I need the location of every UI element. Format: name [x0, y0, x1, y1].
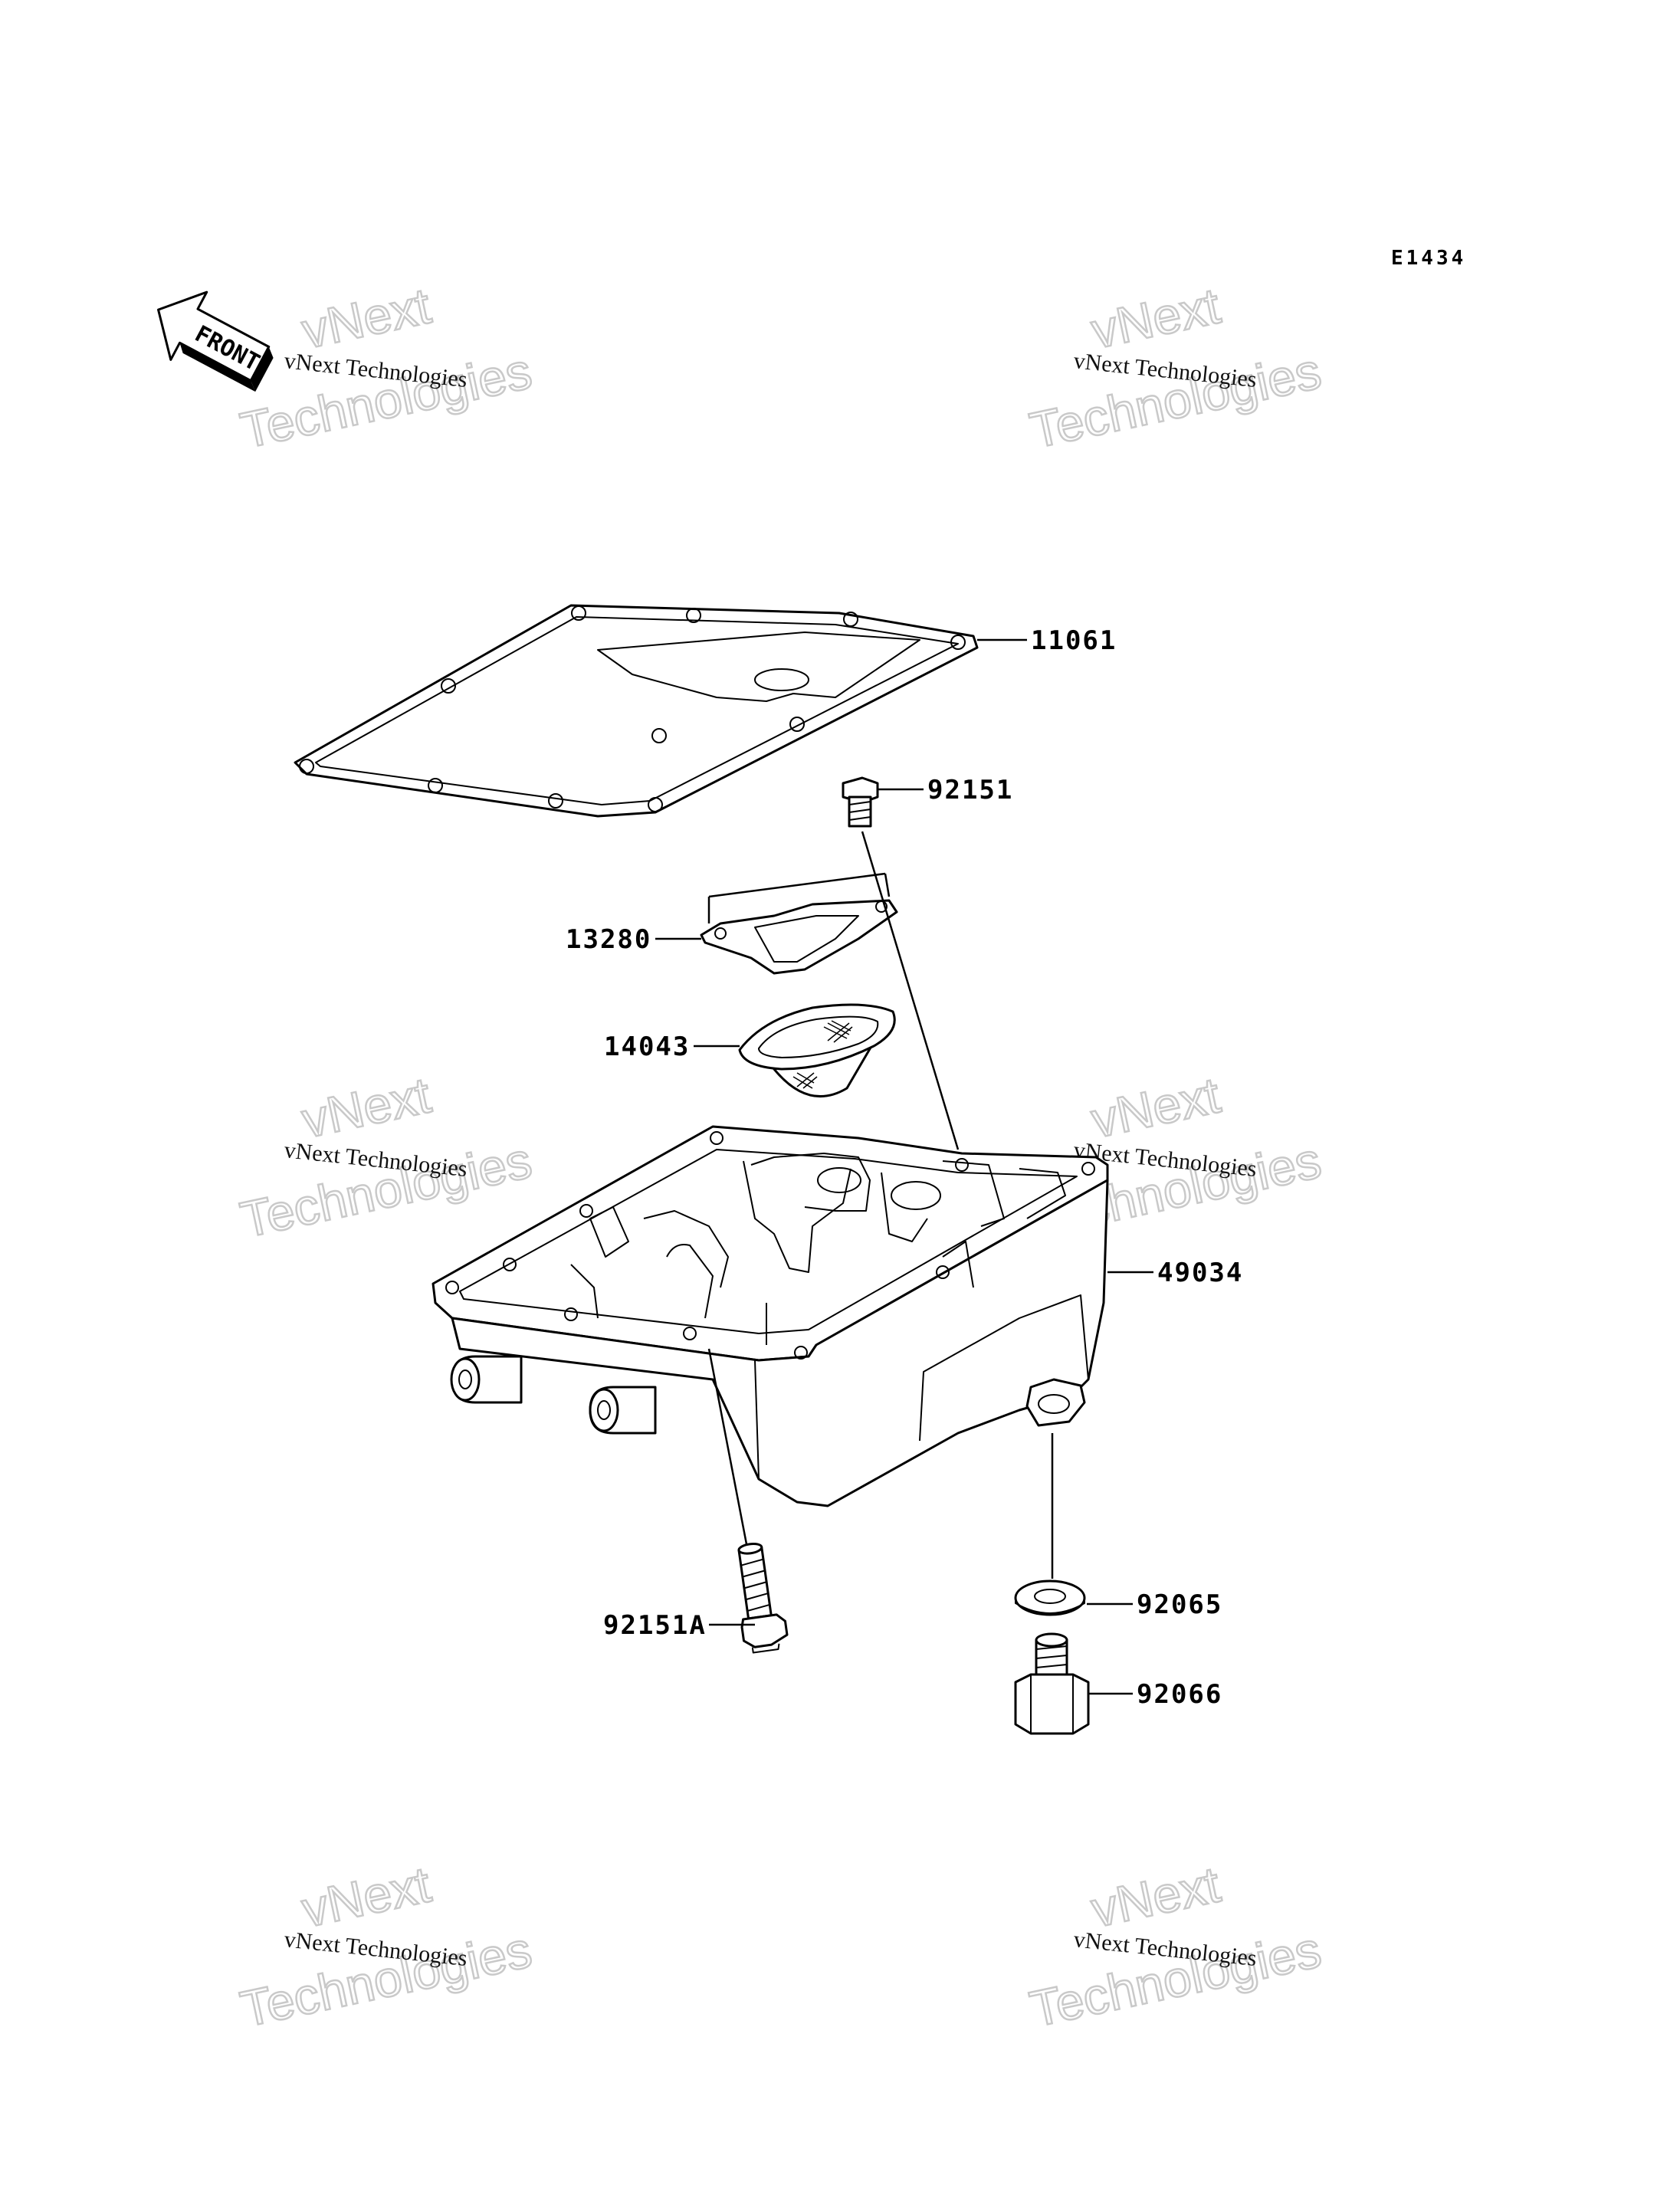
part-label-oil-pan: 49034	[1157, 1258, 1243, 1288]
watermark-big-word-1: vNext	[297, 277, 435, 359]
drain-plug-drawing	[1014, 1632, 1090, 1735]
part-label-strainer-gasket: 13280	[566, 924, 651, 955]
watermark-big-word-1: vNext	[1087, 1855, 1225, 1937]
watermark-bottom-left: vNext Technologies vNext Technologies	[235, 1855, 537, 2039]
lower-bolt-axis-line	[707, 1348, 749, 1549]
lower-bolt-drawing	[737, 1542, 789, 1654]
oil-pan-drawing	[431, 1125, 1109, 1507]
watermark-top-right: vNext Technologies vNext Technologies	[1024, 276, 1327, 460]
watermark-big-word-1: vNext	[1087, 1066, 1225, 1148]
part-label-washer: 92065	[1137, 1589, 1222, 1620]
strainer-gasket-drawing	[700, 872, 898, 975]
watermark-big-word-1: vNext	[297, 1855, 435, 1937]
watermark-big-word-1: vNext	[1087, 277, 1225, 359]
watermark-big-word-1: vNext	[297, 1066, 435, 1148]
washer-drawing	[1014, 1579, 1086, 1616]
oil-strainer-drawing	[738, 1003, 896, 1098]
upper-bolt-axis-line	[861, 831, 960, 1150]
part-label-oil-strainer: 14043	[604, 1032, 690, 1062]
watermark-mid-left: vNext Technologies vNext Technologies	[235, 1065, 537, 1249]
upper-bolt-drawing	[842, 776, 879, 828]
part-label-drain-plug: 92066	[1137, 1679, 1222, 1710]
watermark-top-left: vNext Technologies vNext Technologies	[235, 276, 537, 460]
part-label-upper-bolt: 92151	[927, 775, 1013, 805]
diagram-code: E1434	[1391, 247, 1466, 270]
watermark-bottom-right: vNext Technologies vNext Technologies	[1024, 1855, 1327, 2039]
part-label-lower-bolt: 92151A	[603, 1610, 707, 1641]
part-label-gasket: 11061	[1031, 625, 1117, 656]
front-arrow-icon: FRONT	[157, 290, 274, 392]
gasket-drawing	[294, 604, 979, 818]
